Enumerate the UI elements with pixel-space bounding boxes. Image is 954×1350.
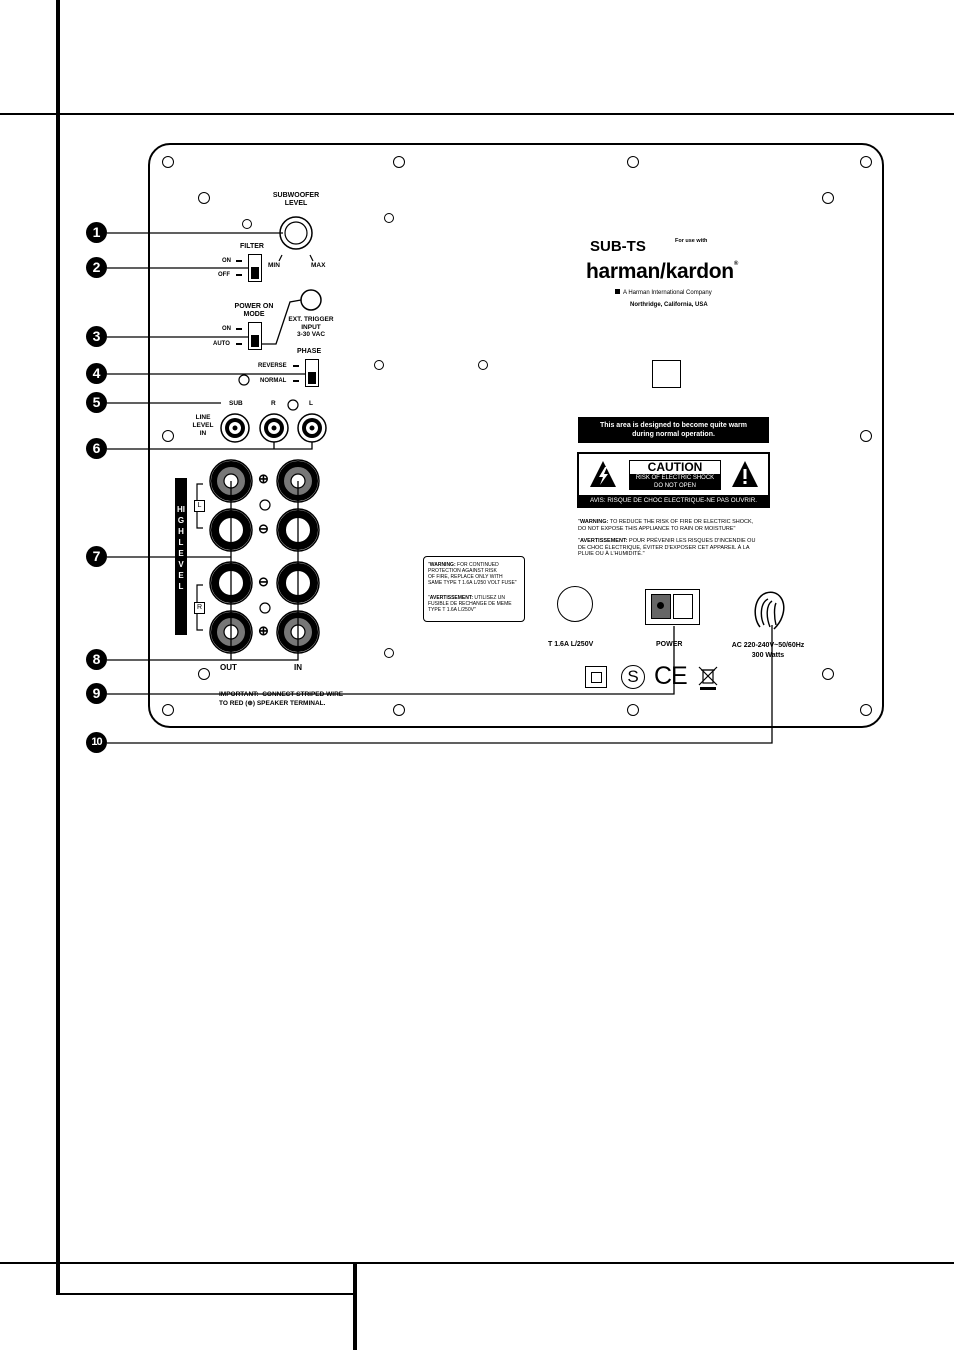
brand-logo: harman/kardon® [586, 260, 738, 283]
ce-mark-icon: CE [654, 662, 688, 690]
double-insulation-icon [585, 666, 607, 688]
tag-r: R [194, 602, 205, 614]
plus-symbol: ⊕ [258, 623, 269, 638]
model-name: SUB-TS [590, 238, 646, 255]
warning-text: "WARNING: TO REDUCE THE RISK OF FIRE OR … [578, 519, 754, 532]
callout-3: 3 [86, 326, 107, 347]
caution-sub: RISK OF ELECTRIC SHOCK DO NOT OPEN [629, 474, 721, 490]
callout-4: 4 [86, 363, 107, 384]
filter-label: FILTER [240, 243, 264, 250]
subwoofer-level-label: SUBWOOFER LEVEL [272, 192, 320, 207]
ac-rating-label: AC 220-240V~50/60Hz 300 Watts [731, 642, 805, 659]
left-margin-bar [56, 0, 60, 1295]
max-label: MAX [311, 262, 326, 269]
callout-1: 1 [86, 222, 107, 243]
l-jack-label: L [309, 400, 313, 407]
plus-symbol: ⊕ [258, 471, 269, 486]
callout-7: 7 [86, 546, 107, 567]
brand-location: Northridge, California, USA [630, 302, 708, 308]
phase-label: PHASE [297, 348, 322, 355]
left-rca-jack[interactable] [297, 413, 327, 443]
screw-hole [393, 156, 405, 168]
ext-trigger-label: EXT. TRIGGER INPUT 3-30 VAC [288, 316, 334, 338]
callout-2: 2 [86, 257, 107, 278]
avis-strip: AVIS: RISQUE DE CHOC ELECTRIQUE-NE PAS O… [579, 495, 768, 506]
sub-rca-jack[interactable] [220, 413, 250, 443]
tag-l: L [194, 500, 205, 512]
normal-label: NORMAL [260, 378, 287, 384]
minus-symbol: ⊖ [258, 574, 269, 589]
screw-hole [198, 192, 210, 204]
screw-hole [822, 668, 834, 680]
in-label: IN [294, 663, 302, 672]
power-on-mode-label: POWER ON MODE [234, 303, 274, 318]
screw-hole [860, 704, 872, 716]
ext-trigger-jack[interactable] [300, 289, 322, 311]
r-jack-label: R [271, 400, 276, 407]
for-use-with: For use with [675, 238, 708, 244]
subwoofer-level-knob[interactable] [279, 216, 313, 250]
brand-tagline: A Harman International Company [615, 289, 712, 296]
right-rca-jack[interactable] [259, 413, 289, 443]
leader-lines [107, 232, 773, 744]
filter-off-label: OFF [218, 272, 230, 278]
screw-hole [384, 213, 394, 223]
screw-hole [198, 668, 210, 680]
callout-6: 6 [86, 438, 107, 459]
screw-hole [393, 704, 405, 716]
lightning-triangle-icon [590, 461, 616, 487]
high-level-bar: HIGH LEVEL [175, 478, 187, 635]
weee-bin-icon [698, 666, 718, 690]
phase-switch[interactable] [305, 359, 319, 387]
footer-divider [353, 1263, 357, 1350]
screw-hole [384, 648, 394, 658]
minus-symbol: ⊖ [258, 521, 269, 536]
rear-panel [148, 143, 884, 728]
callout-10: 10 [86, 732, 107, 753]
fuse-warning-box: "WARNING: FOR CONTINUED PROTECTION AGAIN… [423, 556, 525, 622]
quiet-warm-notice: This area is designed to become quite wa… [578, 417, 769, 443]
screw-hole [627, 156, 639, 168]
screw-hole [162, 704, 174, 716]
avertissement-text: "AVERTISSEMENT: POUR PRÉVENIR LES RISQUE… [578, 538, 756, 558]
footer-underline [58, 1293, 354, 1295]
warning-triangle-icon [732, 461, 758, 487]
caution-title: CAUTION [629, 460, 721, 475]
heatsink-square [652, 360, 681, 388]
callout-8: 8 [86, 649, 107, 670]
screw-hole [860, 430, 872, 442]
power-on-mode-switch[interactable] [248, 322, 262, 350]
min-label: MIN [268, 262, 280, 269]
reverse-label: REVERSE [258, 363, 287, 369]
filter-switch[interactable] [248, 254, 262, 282]
out-label: OUT [220, 663, 237, 672]
power-cord-inlet[interactable] [748, 587, 792, 633]
mode-on-label: ON [222, 326, 231, 332]
fuse-holder[interactable] [557, 586, 593, 622]
sub-jack-label: SUB [229, 400, 243, 407]
bottom-rule [0, 1262, 954, 1264]
screw-hole [860, 156, 872, 168]
callout-9: 9 [86, 683, 107, 704]
fuse-rating-label: T 1.6A L/250V [548, 641, 594, 648]
screw-hole [162, 430, 174, 442]
screw-hole [478, 360, 488, 370]
mode-auto-label: AUTO [213, 341, 230, 347]
important-note: IMPORTANT: CONNECT STRIPED WIRE TO RED (… [219, 691, 344, 707]
screw-hole [242, 219, 252, 229]
screw-hole [822, 192, 834, 204]
power-label: POWER [656, 641, 683, 648]
power-switch[interactable] [645, 589, 700, 625]
screw-hole [374, 360, 384, 370]
s-mark-icon: S [621, 665, 645, 689]
filter-on-label: ON [222, 258, 231, 264]
line-level-in-label: LINE LEVEL IN [192, 414, 214, 437]
callout-5: 5 [86, 392, 107, 413]
screw-hole [162, 156, 174, 168]
screw-hole [627, 704, 639, 716]
top-rule [0, 113, 954, 115]
harman-mark-icon [615, 289, 620, 294]
caution-label: CAUTION RISK OF ELECTRIC SHOCK DO NOT OP… [577, 452, 770, 508]
